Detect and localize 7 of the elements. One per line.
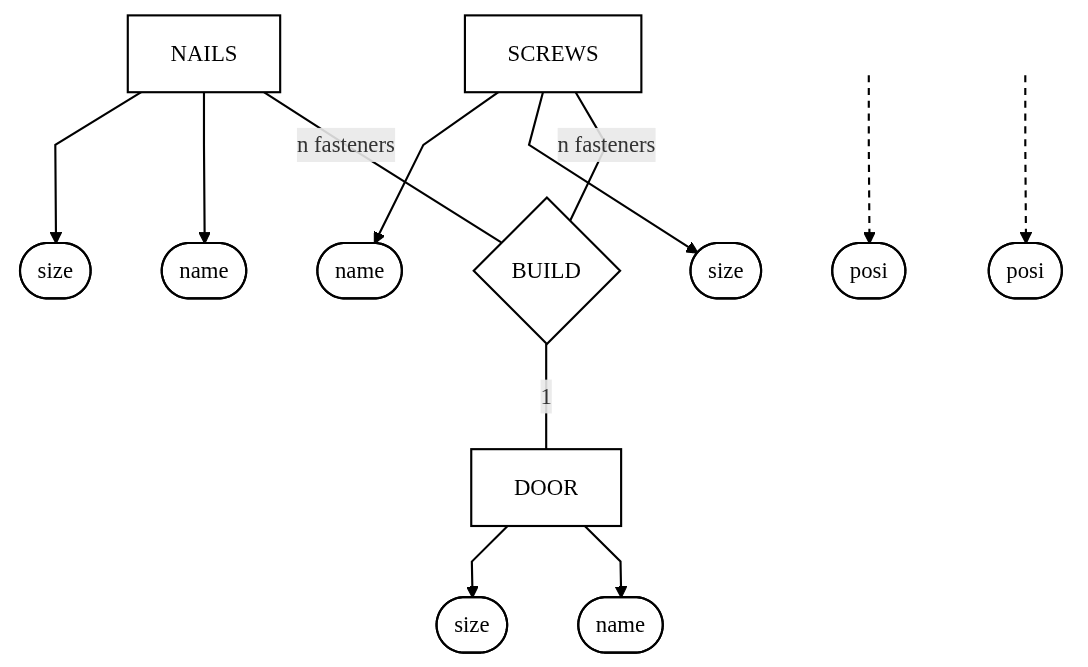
node-box: SCREWS [463, 13, 643, 93]
edge-label: n fasteners [296, 131, 395, 156]
edge-label: n fasteners [557, 131, 656, 156]
node-box: NAILS [126, 13, 282, 93]
node-box: DOOR [470, 447, 623, 527]
node-diamond: BUILD [472, 195, 622, 345]
edge-label: 1 [540, 383, 552, 408]
